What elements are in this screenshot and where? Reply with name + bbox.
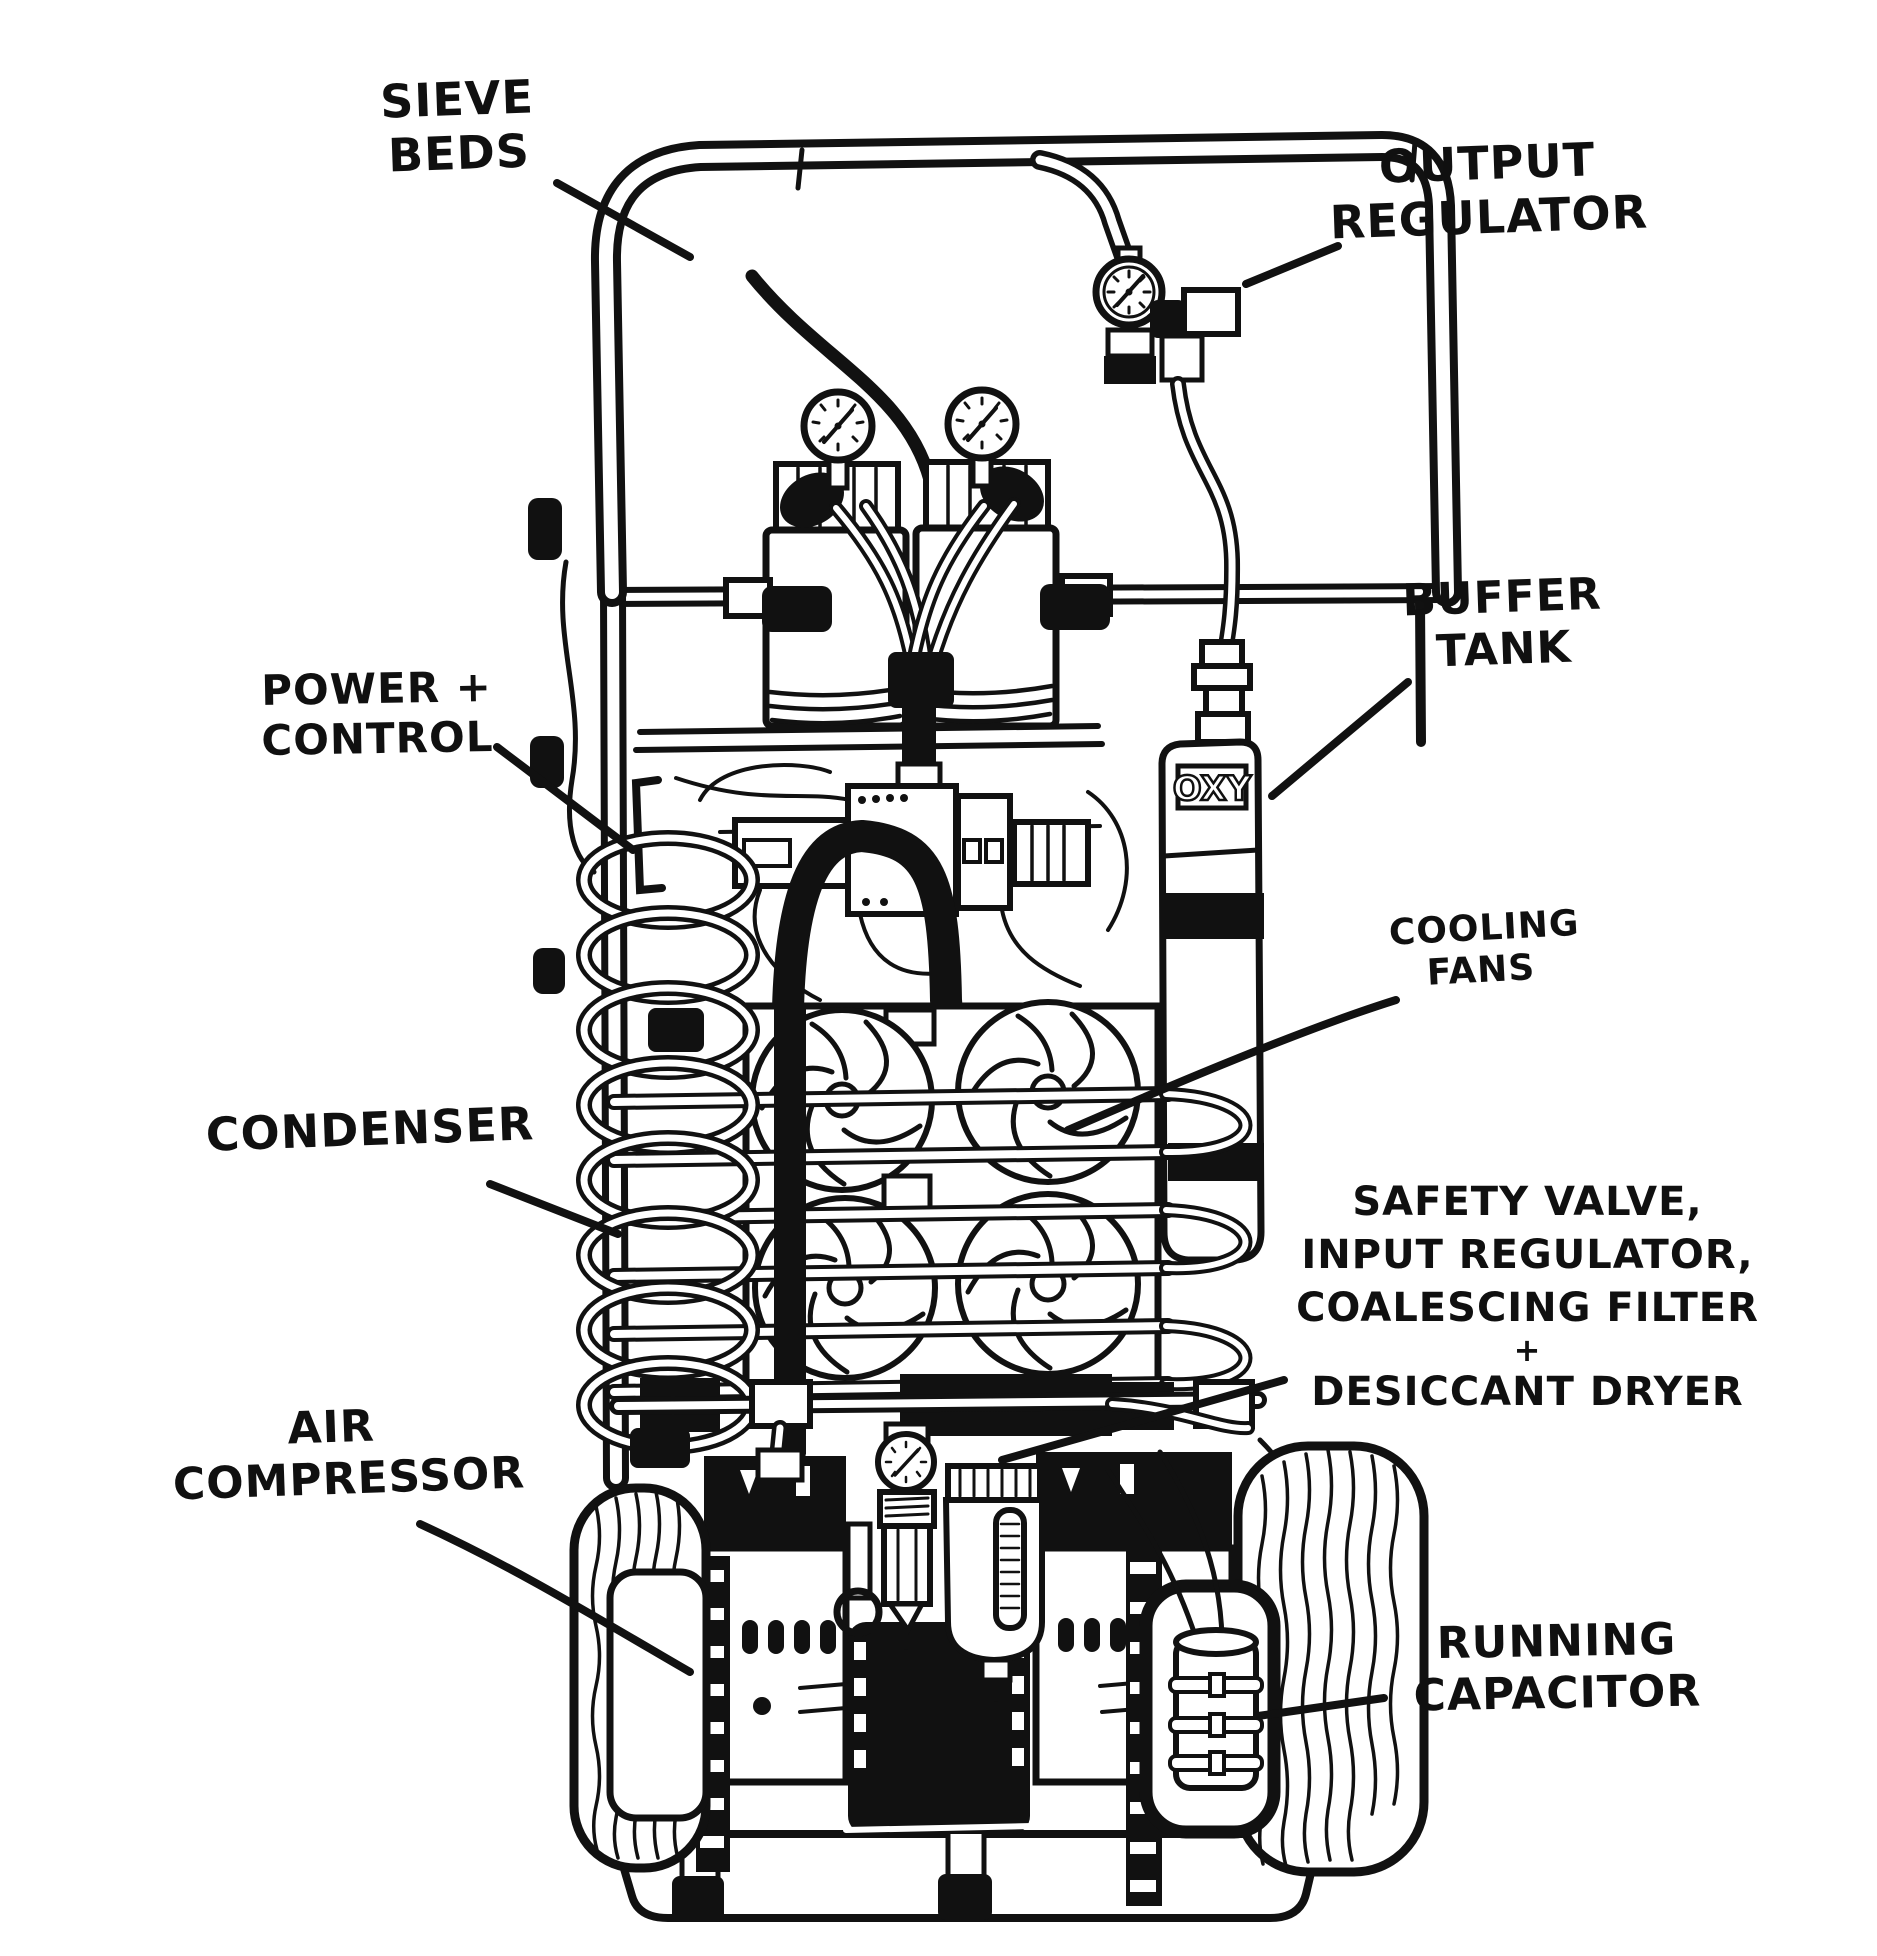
label-running-capacitor: RUNNING CAPACITOR (1391, 1613, 1723, 1723)
label-safety-group-line4: + (1513, 1331, 1542, 1370)
label-sieve-beds-line1: SIEVE (379, 69, 535, 129)
label-safety-group-line1: SAFETY VALVE, (1352, 1179, 1703, 1225)
label-power-control-line2: CONTROL (260, 711, 494, 765)
label-safety-group-line5: DESICCANT DRYER (1311, 1369, 1744, 1416)
pressure-gauge-right (944, 386, 1020, 489)
air-compressor (672, 1452, 1236, 1922)
label-buffer-tank: BUFFER TANK (1396, 568, 1609, 679)
label-power-control: POWER + CONTROL (251, 662, 503, 765)
leader-safety-group (998, 1376, 1288, 1464)
bed-gauges (800, 386, 1020, 491)
cart-handle (590, 130, 1462, 607)
output-regulator (1030, 150, 1241, 708)
filter-cluster (609, 1374, 1317, 1702)
sieve-deck (633, 723, 1105, 753)
left-wheel (569, 1483, 711, 1873)
label-running-capacitor-line1: RUNNING (1436, 1613, 1677, 1670)
label-running-capacitor-line2: CAPACITOR (1413, 1665, 1702, 1722)
label-safety-group: SAFETY VALVE, INPUT REGULATOR, COALESCIN… (1290, 1176, 1765, 1419)
leader-cooling-fans (1064, 996, 1400, 1134)
leader-sieve-beds (553, 179, 694, 261)
leader-buffer-tank (1268, 678, 1412, 800)
label-safety-group-line2: INPUT REGULATOR, (1301, 1231, 1754, 1278)
buffer-tank: OXY (1158, 639, 1265, 1264)
condenser (576, 830, 1253, 1468)
leader-output-regulator (1242, 242, 1342, 288)
leader-air-compressor (416, 1520, 694, 1676)
label-safety-group-line3: COALESCING FILTER (1296, 1284, 1759, 1331)
label-sieve-beds-line2: BEDS (387, 123, 531, 183)
label-buffer-tank-line2: TANK (1435, 621, 1573, 678)
label-buffer-tank-line1: BUFFER (1401, 568, 1603, 627)
leader-lines (416, 179, 1412, 1720)
pressure-gauge-left (800, 388, 876, 491)
sieve-beds (723, 459, 1113, 789)
label-sieve-beds: SIEVE BEDS (366, 69, 550, 184)
leader-running-capacitor (1254, 1694, 1388, 1720)
label-power-control-line1: POWER + (260, 661, 493, 716)
leader-power-control (493, 743, 637, 854)
running-capacitor (1105, 1449, 1281, 1839)
leader-condenser (486, 1180, 622, 1238)
label-air-compressor: AIR COMPRESSOR (170, 1396, 526, 1511)
label-cooling-fans: COOLING FANS (1388, 903, 1581, 997)
tank-marking-text: OXY (1173, 769, 1252, 809)
label-output-regulator: OUTPUT REGULATOR (1316, 130, 1660, 250)
